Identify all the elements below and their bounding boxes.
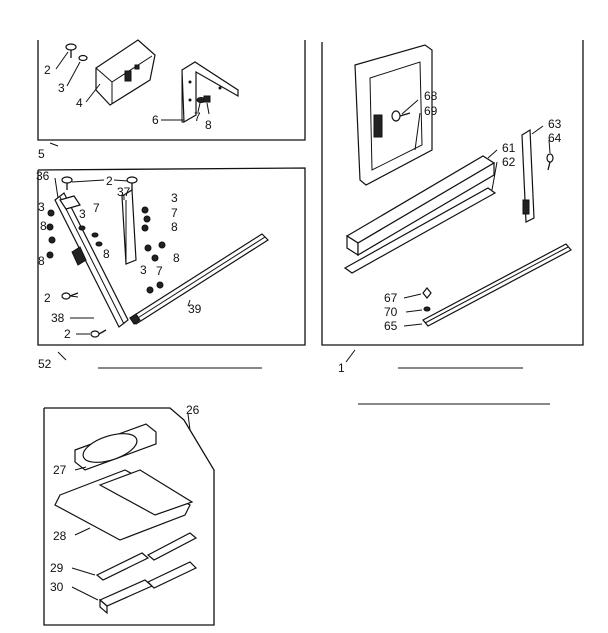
label-63: 63 — [548, 117, 562, 131]
label-37: 37 — [117, 185, 131, 199]
cover-bracket-4 — [95, 39, 156, 106]
label-30: 30 — [50, 580, 64, 594]
label-7: 7 — [93, 201, 100, 215]
label-26: 26 — [186, 403, 200, 417]
label-1: 1 — [338, 361, 345, 375]
label-8: 8 — [103, 247, 110, 261]
sill-rail-65 — [422, 243, 572, 327]
label-70: 70 — [384, 305, 398, 319]
label-69: 69 — [424, 104, 438, 118]
label-8: 8 — [171, 220, 178, 234]
hardware-cluster-left — [46, 209, 103, 259]
screw-67 — [422, 287, 432, 299]
screws-panel-52 — [61, 176, 138, 338]
label-27: 27 — [53, 463, 67, 477]
bar-39 — [129, 233, 269, 325]
label-29: 29 — [50, 561, 64, 575]
label-3: 3 — [79, 207, 86, 221]
label-64: 64 — [548, 131, 562, 145]
label-2: 2 — [44, 63, 51, 77]
label-3: 3 — [58, 81, 65, 95]
label-62: 62 — [502, 155, 516, 169]
label-28: 28 — [53, 529, 67, 543]
label-7: 7 — [171, 206, 178, 220]
label-5: 5 — [38, 147, 45, 161]
screw-64 — [546, 153, 554, 171]
angle-bracket-6 — [181, 61, 239, 124]
label-2: 2 — [44, 291, 51, 305]
washer-70 — [423, 306, 431, 312]
label-7: 7 — [194, 110, 201, 124]
label-7: 7 — [156, 264, 163, 278]
panel-52-frame — [37, 167, 306, 346]
hardware-cluster-middle — [141, 206, 166, 294]
side-bracket-left — [59, 195, 81, 210]
label-67: 67 — [384, 291, 398, 305]
label-68: 68 — [424, 89, 438, 103]
label-8: 8 — [40, 219, 47, 233]
nut-8-top — [203, 95, 211, 103]
label-39: 39 — [188, 302, 202, 316]
callout-labels: 2 3 4 5 6 7 8 36 2 37 3 7 8 3 3 7 8 8 8 … — [36, 63, 562, 594]
panel-5-frame — [37, 40, 306, 141]
label-6: 6 — [152, 113, 159, 127]
label-65: 65 — [384, 319, 398, 333]
label-4: 4 — [76, 96, 83, 110]
seal-strip-62 — [343, 187, 497, 274]
label-36: 36 — [36, 169, 50, 183]
gasket-27 — [74, 423, 157, 471]
label-61: 61 — [502, 141, 516, 155]
label-3: 3 — [38, 200, 45, 214]
label-2: 2 — [64, 327, 71, 341]
panel-26-frame — [43, 407, 215, 626]
screw-68 — [391, 110, 411, 122]
screw-2-top — [65, 43, 77, 58]
leader-lines — [49, 51, 551, 601]
label-8: 8 — [205, 118, 212, 132]
panel-1-frame — [321, 40, 584, 346]
side-post-63 — [521, 128, 535, 223]
foam-block-30 — [98, 561, 198, 615]
channel-37 — [121, 188, 137, 265]
label-2: 2 — [106, 174, 113, 188]
foam-strip-29 — [95, 532, 198, 581]
label-3: 3 — [171, 191, 178, 205]
foam-panel-28 — [54, 469, 194, 541]
divider-lines — [98, 367, 550, 405]
label-52: 52 — [38, 357, 52, 371]
label-38: 38 — [51, 311, 65, 325]
label-3: 3 — [140, 263, 147, 277]
long-rail-38 — [54, 192, 129, 328]
label-8: 8 — [173, 251, 180, 265]
top-channel-61 — [345, 155, 496, 257]
washer-3-top — [78, 54, 88, 62]
label-8: 8 — [38, 254, 45, 268]
